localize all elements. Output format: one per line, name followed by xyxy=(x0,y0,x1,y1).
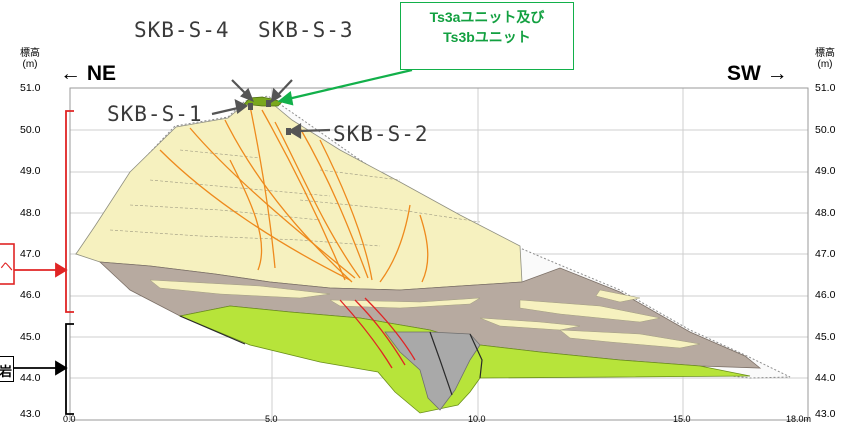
borehole-label-skb-s-2: SKB-S-2 xyxy=(333,122,429,146)
y-axis-title-left: 標高 (m) xyxy=(20,48,40,70)
fractures-orange xyxy=(159,105,429,283)
borehole-markers xyxy=(248,100,291,135)
y-tick-right: 48.0 xyxy=(815,207,836,219)
bedrock-faults xyxy=(179,315,483,396)
callout-leader xyxy=(277,68,413,106)
x-tick: 18.0m xyxy=(786,414,812,424)
y-tick-right: 44.0 xyxy=(815,372,836,384)
direction-sw-label: SW → xyxy=(727,62,788,85)
y-tick-right: 43.0 xyxy=(815,408,836,420)
callout-line-1: Ts3aユニット及び xyxy=(429,9,545,25)
y-tick-left: 50.0 xyxy=(20,124,41,136)
borehole-label-skb-s-3: SKB-S-3 xyxy=(258,18,354,42)
upper-unit-bracket xyxy=(14,110,74,313)
y-tick-left: 47.0 xyxy=(20,248,41,260)
y-tick-right: 45.0 xyxy=(815,331,836,343)
borehole-label-skb-s-4: SKB-S-4 xyxy=(134,18,230,42)
y-tick-right: 49.0 xyxy=(815,165,836,177)
bedrock-label-box: 岩 xyxy=(0,356,14,382)
plot-frame xyxy=(69,87,809,421)
callout-line-2: Ts3bユニット xyxy=(443,29,531,45)
y-tick-left: 46.0 xyxy=(20,289,41,301)
y-tick-left: 51.0 xyxy=(20,82,41,94)
gray-core xyxy=(384,331,481,411)
upper-label-box xyxy=(0,243,15,285)
fractures-red xyxy=(339,297,416,369)
x-tick: 5.0 xyxy=(265,414,278,424)
y-tick-right: 47.0 xyxy=(815,248,836,260)
y-tick-right: 50.0 xyxy=(815,124,836,136)
x-tick: 0.0 xyxy=(63,414,76,424)
y-tick-left: 44.0 xyxy=(20,372,41,384)
y-tick-left: 45.0 xyxy=(20,331,41,343)
y-axis-title-right: 標高 (m) xyxy=(815,48,835,70)
x-tick: 15.0 xyxy=(673,414,691,424)
y-tick-left: 43.0 xyxy=(20,408,41,420)
x-tick: 10.0 xyxy=(468,414,486,424)
bedrock-bracket xyxy=(14,323,74,415)
y-tick-right: 46.0 xyxy=(815,289,836,301)
bedding-lines xyxy=(109,149,481,247)
bedrock-label-fragment: 岩 xyxy=(0,364,13,379)
upper-unit-label-fragment: ヘ xyxy=(0,259,14,274)
borehole-label-skb-s-1: SKB-S-1 xyxy=(107,102,203,126)
borehole-leaders xyxy=(211,79,331,139)
ts3-unit-callout: Ts3aユニット及び Ts3bユニット xyxy=(400,2,574,70)
yellow-lenses xyxy=(149,279,701,349)
direction-ne-label: ← NE xyxy=(60,62,117,85)
y-tick-left: 48.0 xyxy=(20,207,41,219)
y-tick-right: 51.0 xyxy=(815,82,836,94)
y-tick-left: 49.0 xyxy=(20,165,41,177)
